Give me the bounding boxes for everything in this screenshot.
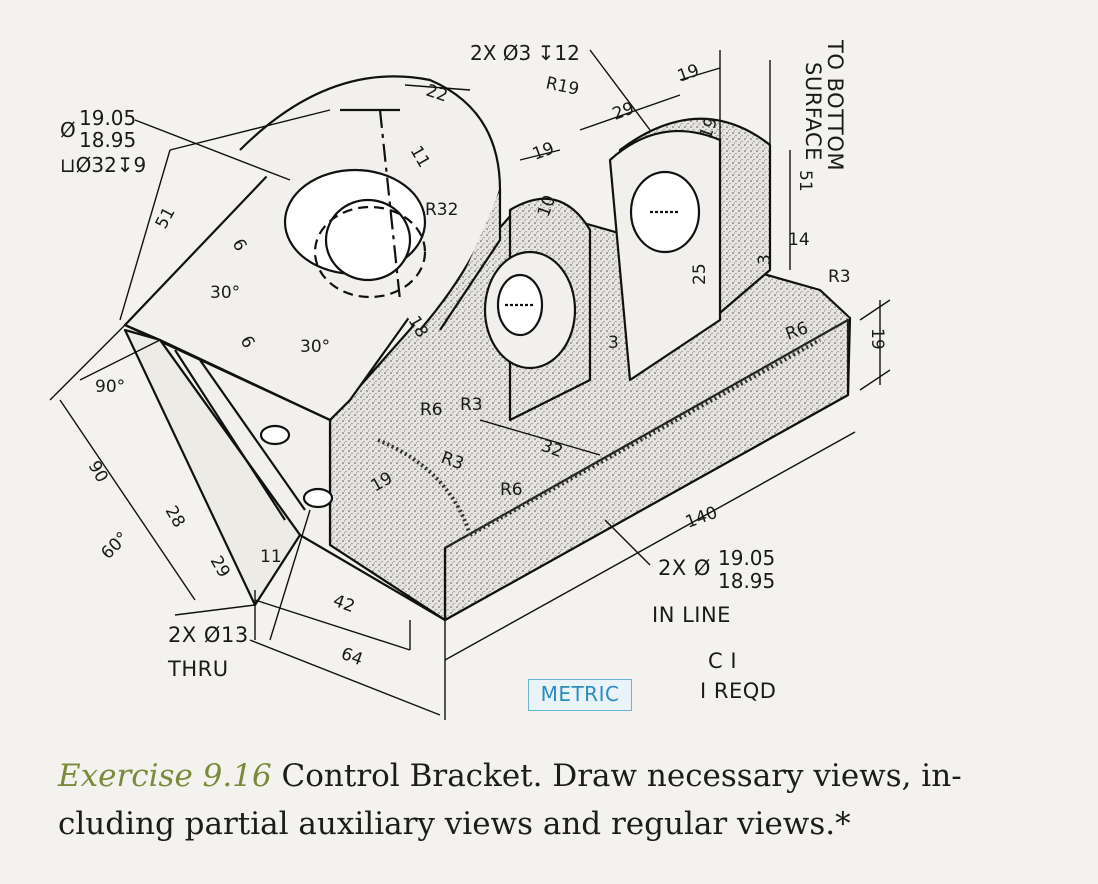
surface-label: SURFACE: [801, 62, 825, 161]
angle-30-right: 30°: [300, 337, 330, 357]
radius-19: R19: [544, 73, 581, 100]
radius-3-inner: R3: [460, 395, 483, 415]
small-holes-callout: 2X Ø3 ↧12: [470, 41, 580, 65]
dim-90: 90: [84, 458, 112, 487]
dim-29-lugs: 29: [610, 99, 637, 125]
to-bottom-label: TO BOTTOM: [823, 39, 847, 171]
holes-19-top: 19.05: [718, 546, 775, 570]
dim-51-bottom: 51: [795, 170, 815, 192]
lug-front: [483, 197, 592, 422]
dim-14: 14: [788, 230, 810, 250]
top-boss: [239, 75, 502, 331]
lug-back: [608, 117, 772, 382]
dim-42: 42: [330, 591, 357, 617]
dim-51-side: 51: [152, 204, 180, 232]
radius-32: R32: [425, 200, 458, 220]
thru-label: THRU: [167, 657, 229, 681]
holes-19-bottom: 18.95: [718, 569, 775, 593]
dim-29-left: 29: [206, 553, 234, 582]
dim-19-height: 19: [867, 328, 887, 350]
reqd-label: I REQD: [700, 679, 776, 703]
dim-19-lug-back: 19: [675, 61, 702, 87]
caption-exercise-label: Exercise 9.16: [58, 758, 272, 794]
dim-11-bottom: 11: [260, 547, 282, 567]
bore-diameter-top: 19.05: [79, 106, 136, 130]
ci-label: C I: [708, 649, 737, 673]
dim-64: 64: [338, 644, 365, 670]
metric-label: METRIC: [540, 682, 620, 706]
dim-19-lug-front: 19: [530, 139, 557, 165]
caption-text: Control Bracket. Draw necessary views, i…: [58, 758, 962, 842]
radius-6-inner: R6: [420, 400, 443, 420]
figure-caption: Exercise 9.16 Control Bracket. Draw nece…: [58, 752, 1058, 848]
holes-19-prefix: 2X Ø: [658, 556, 711, 580]
radius-3-corner: R3: [828, 267, 851, 287]
dim-3-fillet: 3: [608, 333, 619, 353]
in-line-label: IN LINE: [652, 603, 731, 627]
metric-badge: [528, 679, 632, 711]
counterbore-callout: ⊔Ø32↧9: [60, 153, 146, 177]
dim-28: 28: [161, 503, 189, 532]
angle-90: 90°: [95, 377, 125, 397]
dimension-lines: [49, 49, 891, 720]
dim-140: 140: [683, 503, 720, 533]
dim-3-side: 3: [755, 254, 775, 265]
bore-diameter-symbol: Ø: [60, 118, 76, 142]
angle-60: 60°: [97, 528, 132, 563]
radius-6-base: R6: [500, 480, 523, 500]
holes-13-callout: 2X Ø13: [168, 623, 249, 647]
bore-diameter-bottom: 18.95: [79, 128, 136, 152]
dim-25: 25: [690, 263, 710, 285]
angle-30-left: 30°: [210, 283, 240, 303]
